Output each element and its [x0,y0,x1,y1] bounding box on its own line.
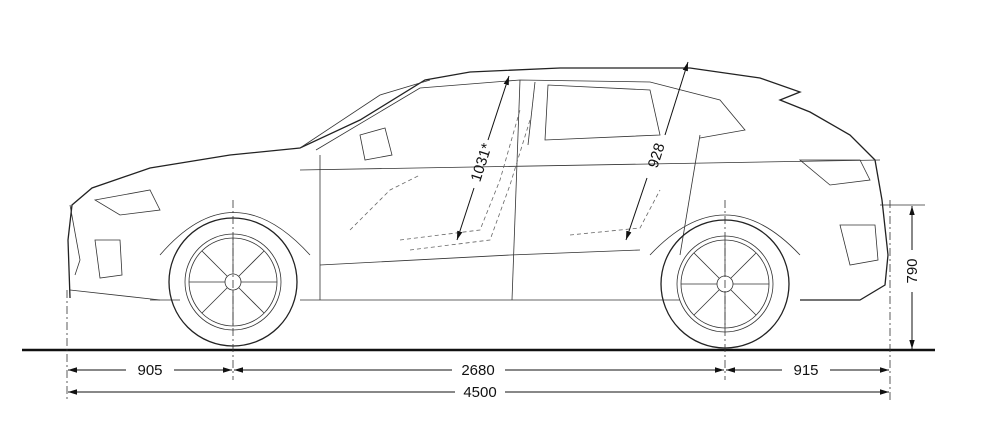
front-overhang-label: 905 [137,362,162,379]
car-body-outline [67,67,889,301]
rear-headroom-label: 928 [645,141,669,170]
interior-seats [349,109,661,251]
wheelbase-label: 2680 [461,362,494,379]
overall-length-label: 4500 [463,384,496,401]
front-headroom-label: 1031* [468,141,496,184]
height-label: 790 [904,258,921,283]
extension-lines [66,200,891,402]
dimension-arrows [68,61,915,395]
rear-overhang-label: 915 [793,362,818,379]
